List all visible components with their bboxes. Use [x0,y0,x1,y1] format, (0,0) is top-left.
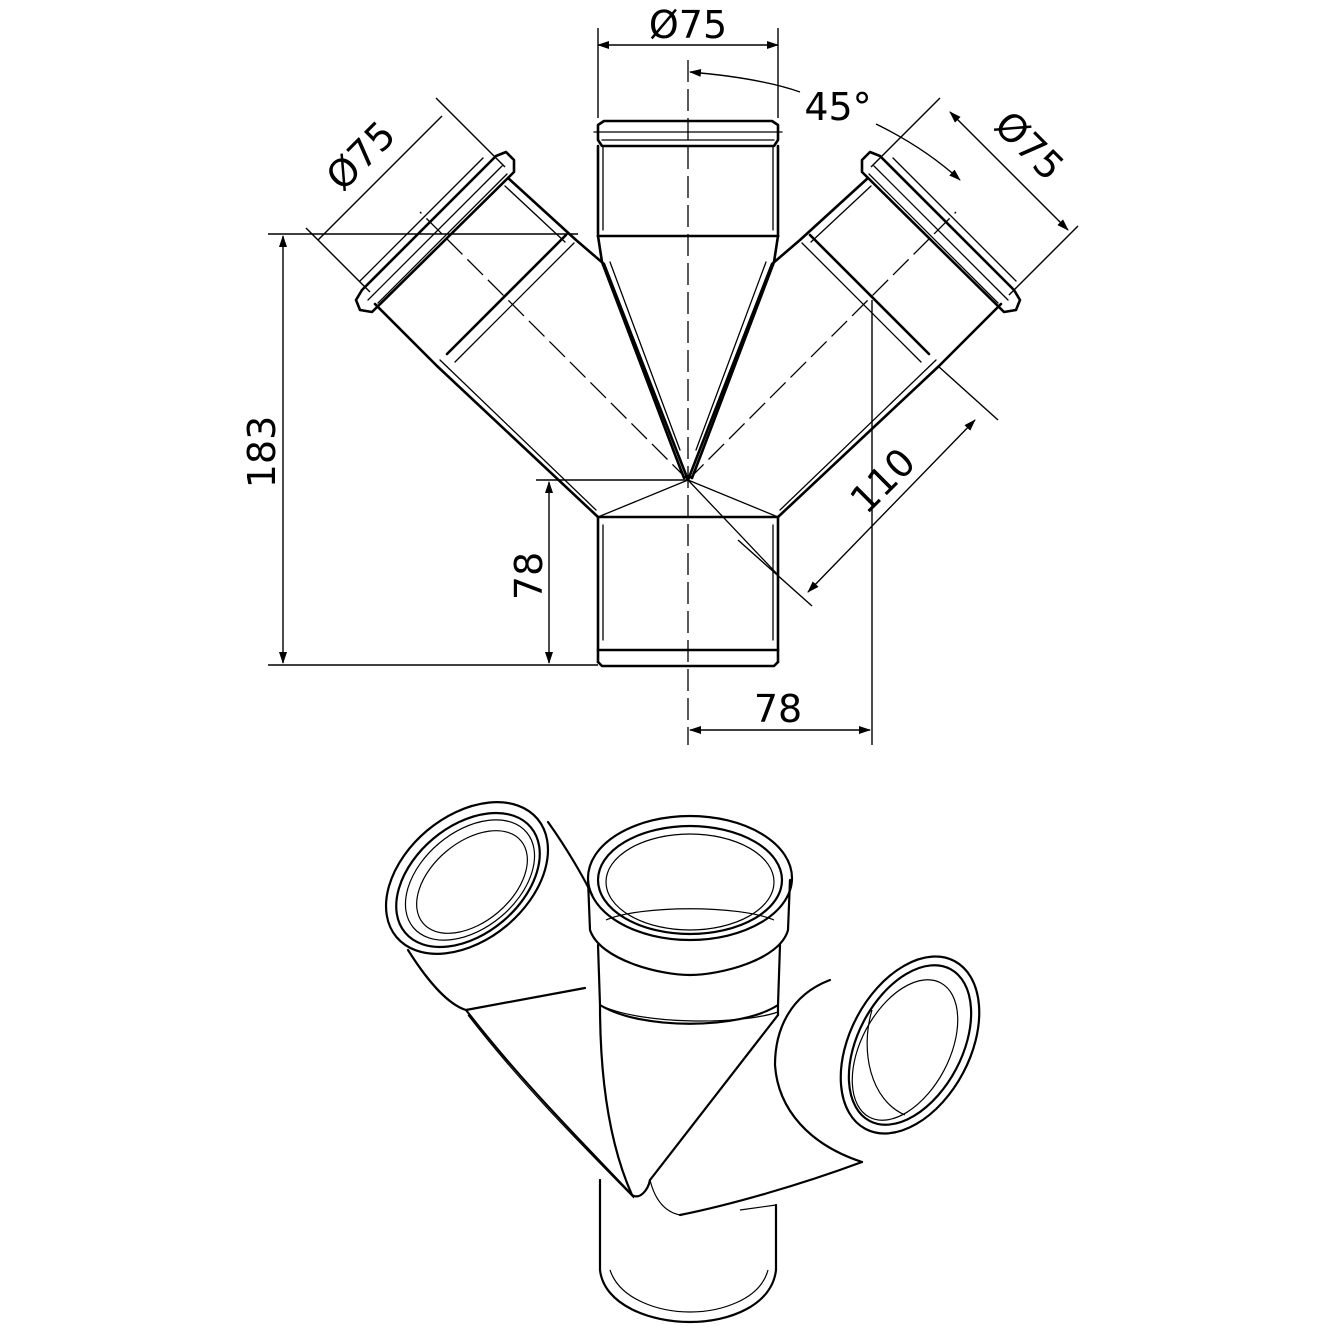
branch-angle-label: 45° [804,85,871,129]
iso-right-branch [648,955,981,1217]
lower-pipe [596,479,780,668]
dimension-branch-angle: 45° [689,68,961,181]
lower-height-label: 78 [507,552,551,600]
dimension-top-diameter: Ø75 [597,3,779,118]
centerlines [419,60,957,745]
left-branch-pipe [354,150,690,519]
dimension-horizontal-offset: 78 [689,300,873,745]
overall-height-label: 183 [240,416,284,489]
iso-center-pipe [586,814,794,1198]
vertical-pipe [593,119,783,480]
front-view: Ø75 45° Ø75 Ø75 183 78 [240,3,1079,745]
dimension-lower-height: 78 [507,479,688,664]
iso-bottom-pipe [598,1178,778,1324]
isometric-view [384,801,981,1324]
right-branch-pipe [686,150,1022,519]
iso-left-branch [384,801,635,1199]
dimension-overall-height: 183 [240,233,598,666]
horizontal-offset-label: 78 [754,687,802,731]
branch-length-label: 110 [842,440,924,522]
left-diameter-label: Ø75 [318,113,404,199]
right-diameter-label: Ø75 [986,103,1072,189]
top-diameter-label: Ø75 [649,3,727,47]
